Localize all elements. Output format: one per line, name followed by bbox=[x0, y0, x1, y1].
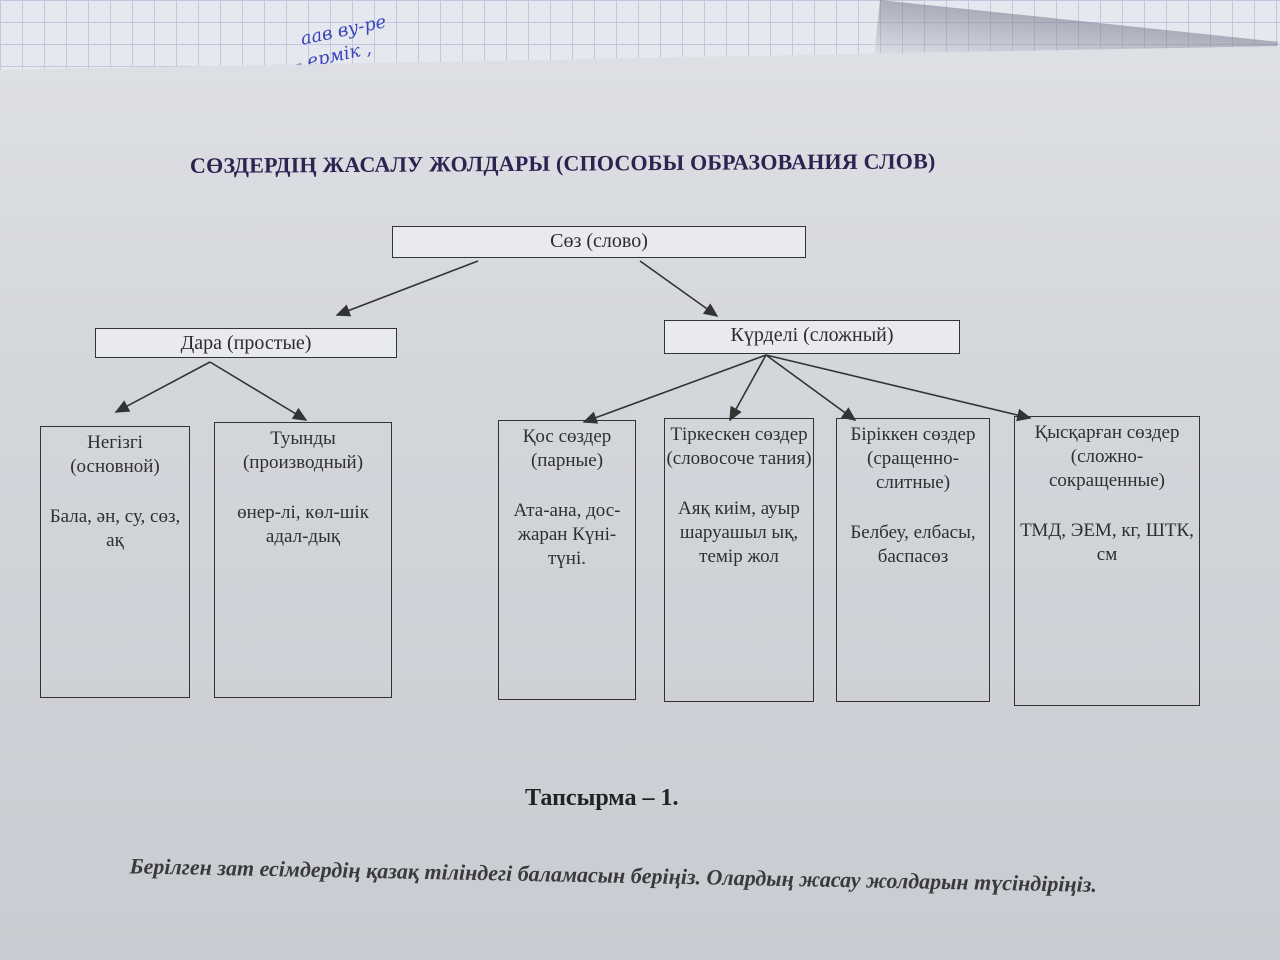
leaf-examples: Белбеу, елбасы, баспасөз bbox=[850, 522, 976, 567]
leaf-box-compound: Біріккен сөздер (сращенно-слитные) Белбе… bbox=[836, 418, 990, 702]
leaf-subtitle: (сращенно-слитные) bbox=[867, 448, 959, 493]
leaf-box-paired: Қос сөздер (парные) Ата-ана, дос-жаран К… bbox=[498, 420, 636, 700]
leaf-examples: Аяқ киім, ауыр шаруашыл ық, темір жол bbox=[678, 498, 800, 567]
arrow-root-complex bbox=[639, 260, 719, 317]
leaf-box-abbreviated: Қысқарған сөздер (сложно-сокращенные) ТМ… bbox=[1014, 416, 1200, 706]
leaf-name: Қысқарған сөздер bbox=[1034, 422, 1180, 443]
leaf-subtitle: (парные) bbox=[530, 450, 604, 471]
arrow-simple-leaf2 bbox=[209, 361, 308, 421]
arrow-simple-leaf1 bbox=[114, 361, 211, 413]
node-simple: Дара (простые) bbox=[95, 328, 397, 358]
leaf-box-phrases: Тіркескен сөздер (словосоче тания) Аяқ к… bbox=[664, 418, 814, 702]
leaf-examples: өнер-лі, көл-шік адал-дық bbox=[237, 502, 369, 547]
leaf-box-derived: Туынды (производный) өнер-лі, көл-шік ад… bbox=[214, 422, 392, 698]
arrow-complex-leaf6 bbox=[765, 354, 1032, 422]
leaf-examples: Ата-ана, дос-жаран Күні-түні. bbox=[513, 500, 621, 569]
task-heading: Тапсырма – 1. bbox=[525, 785, 679, 811]
node-complex: Күрделі (сложный) bbox=[664, 320, 960, 354]
leaf-examples: ТМД, ЭЕМ, кг, ШТК, см bbox=[1020, 520, 1194, 565]
leaf-subtitle: (словосоче тания) bbox=[666, 448, 812, 469]
arrow-complex-leaf4 bbox=[729, 354, 767, 422]
leaf-box-basic: Негізгі (основной) Бала, ән, су, сөз, ақ bbox=[40, 426, 190, 698]
arrow-complex-leaf3 bbox=[582, 354, 767, 424]
leaf-name: Біріккен сөздер bbox=[850, 424, 976, 445]
leaf-subtitle: (основной) bbox=[70, 456, 160, 477]
leaf-name: Қос сөздер bbox=[522, 426, 612, 447]
leaf-subtitle: (сложно-сокращенные) bbox=[1048, 446, 1166, 491]
leaf-name: Тіркескен сөздер bbox=[670, 424, 808, 445]
leaf-name: Негізгі bbox=[87, 432, 143, 453]
leaf-subtitle: (производный) bbox=[242, 452, 364, 473]
arrow-complex-leaf5 bbox=[765, 354, 857, 421]
leaf-examples: Бала, ән, су, сөз, ақ bbox=[49, 506, 181, 551]
node-root: Сөз (слово) bbox=[392, 226, 806, 258]
arrow-root-simple bbox=[335, 260, 479, 317]
leaf-name: Туынды bbox=[270, 428, 336, 449]
